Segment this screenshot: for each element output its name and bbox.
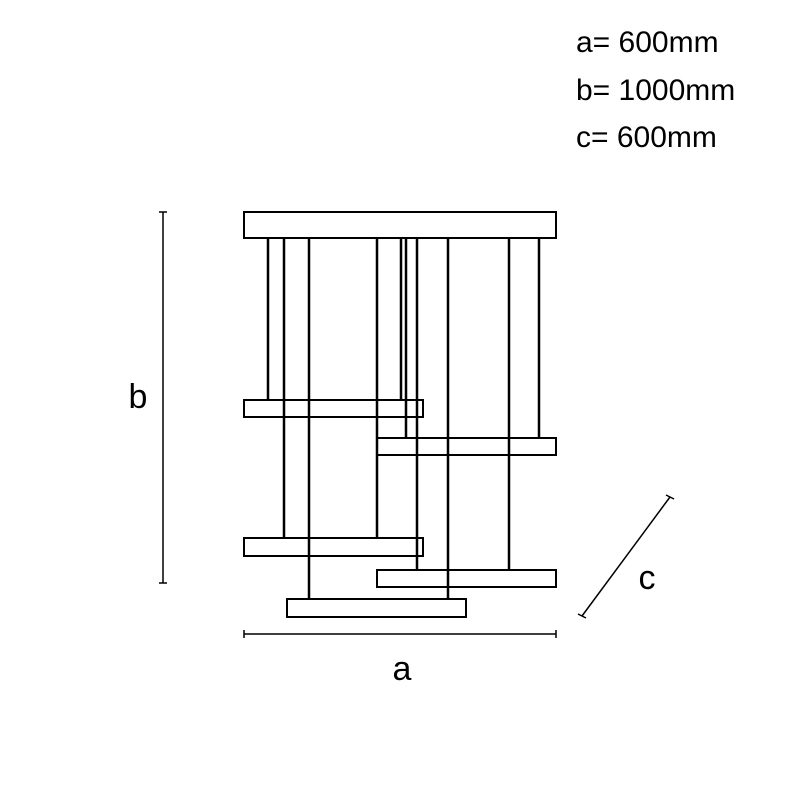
ring-2 [376,437,557,456]
label-b: b [129,378,148,416]
ring-1 [243,399,424,418]
ring-3 [243,537,424,557]
dimension-line-c [577,494,675,619]
ring-4 [376,569,557,588]
canopy [243,211,557,239]
dimension-c-spec: c= 600mm [576,121,717,154]
label-c: c [639,559,656,597]
label-a: a [393,650,412,688]
dimension-a-spec: a= 600mm [576,26,719,59]
ring-5 [286,598,467,618]
dimension-b-spec: b= 1000mm [576,74,736,107]
dimension-line-b [159,211,167,584]
dimension-line-a [243,630,557,638]
